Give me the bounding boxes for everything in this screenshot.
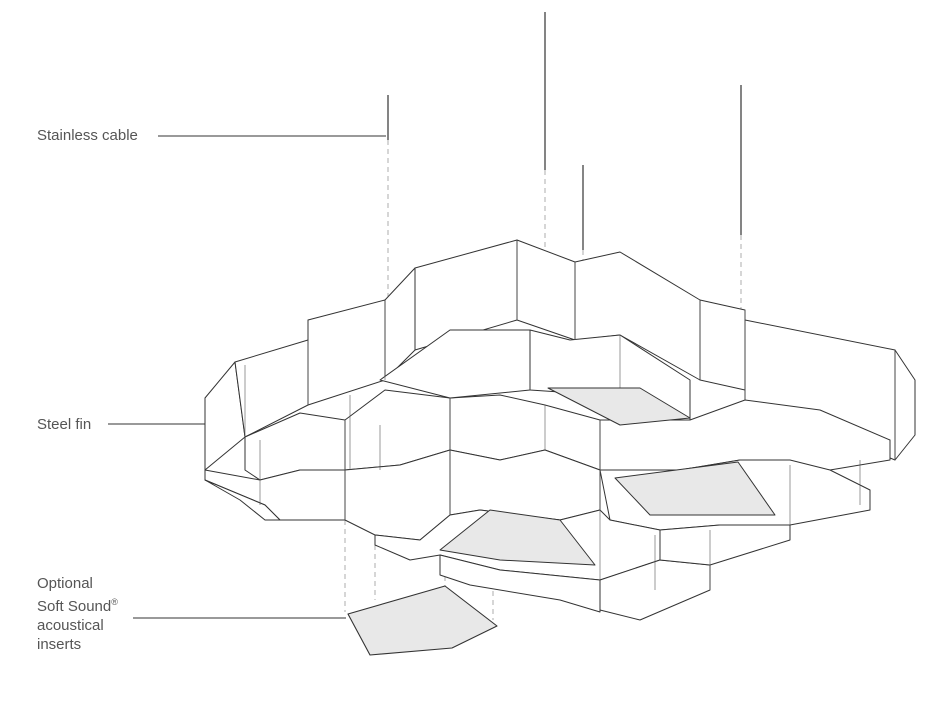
fin-block-a [307,299,386,406]
insert-bottom [439,509,596,566]
underside-bottom [439,554,601,613]
underside-left [204,479,281,521]
fin-block-d [699,299,746,391]
label-insert-line3: acoustical [37,617,104,634]
insert-top [547,387,691,426]
fin-seams [244,240,896,590]
fin-right-end [894,349,916,461]
insert-right [614,461,776,516]
label-steel-fin: Steel fin [37,416,92,433]
label-soft-sound-inserts: Optional Soft Sound® acoustical inserts [37,574,118,654]
cables [387,12,742,250]
label-insert-line1: Optional [37,575,93,592]
insert-exploded [347,585,498,656]
inserts-installed [439,387,776,566]
label-insert-line4: inserts [37,636,82,653]
steel-fin-structure [204,239,916,621]
fin-block-mid [516,239,576,341]
cell-7 [204,469,346,521]
label-stainless-cable: Stainless cable [37,127,138,144]
leader-lines [108,135,386,619]
cell-13 [659,524,791,566]
registered-mark: ® [111,597,118,607]
label-insert-line2: Soft Sound® [37,597,118,615]
